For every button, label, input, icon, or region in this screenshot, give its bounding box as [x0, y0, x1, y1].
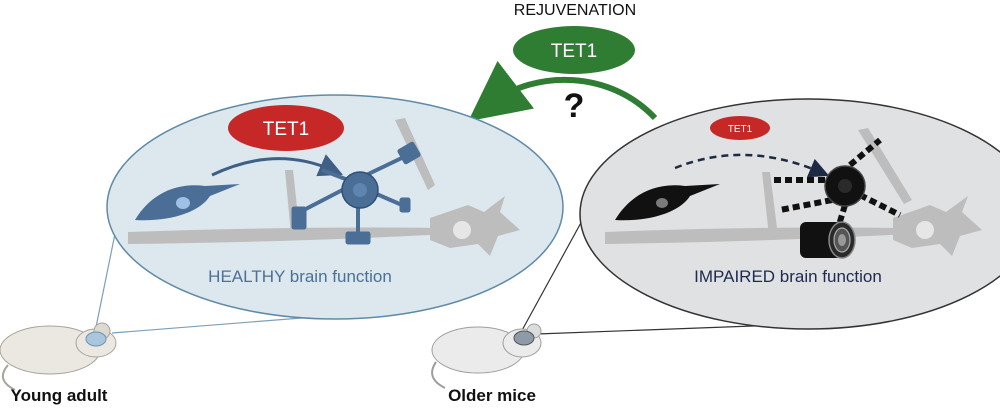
- healthy-caption: HEALTHY brain function: [208, 267, 392, 286]
- impaired-caption: IMPAIRED brain function: [694, 267, 882, 286]
- healthy-tet1-label: TET1: [263, 119, 309, 140]
- older-mouse: [431, 323, 542, 389]
- healthy-differentiation-arrow: [211, 154, 343, 177]
- impaired-panel: TET1 IMPAIRED brain function: [519, 98, 1000, 335]
- young-mouse-brain: [85, 331, 107, 347]
- question-mark: ?: [564, 87, 585, 125]
- young-adult-label: Young adult: [11, 386, 108, 405]
- older-mice-label: Older mice: [448, 386, 536, 405]
- impaired-tet1-pill: [710, 116, 770, 140]
- rejuvenation-arrow: [468, 60, 658, 122]
- green-tet1-label: TET1: [551, 41, 597, 62]
- healthy-oligodendrocyte: [291, 141, 421, 245]
- impaired-myelin-roll: [800, 221, 856, 259]
- green-tet1-pill: [513, 26, 635, 74]
- impaired-tet1-label: TET1: [728, 124, 753, 135]
- older-mouse-brain: [513, 330, 535, 346]
- young-mouse: [0, 322, 117, 391]
- rejuvenation-title: REJUVENATION: [514, 2, 636, 19]
- healthy-tet1-pill: [228, 105, 344, 151]
- impaired-differentiation-arrow: [674, 153, 830, 178]
- impaired-oligodendrocyte: [770, 137, 902, 229]
- healthy-ellipse: [106, 94, 564, 320]
- impaired-ellipse: [579, 98, 1000, 330]
- healthy-panel: TET1 HEALTHY brain function: [94, 94, 564, 334]
